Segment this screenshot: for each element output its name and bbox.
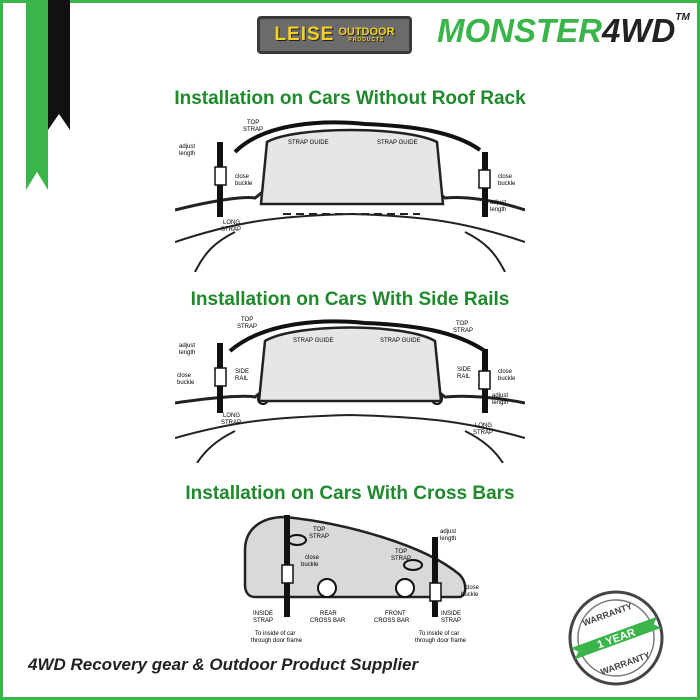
label-rear-2: CROSS BAR <box>310 618 346 624</box>
label-adjust-r-1: adjust <box>490 200 506 206</box>
label-adjust-1: adjust <box>179 343 195 349</box>
diagram-with-side-rails: TOP STRAP TOP STRAP adjust length STRAP … <box>175 317 525 463</box>
label-strap-guide-left: STRAP GUIDE <box>288 140 329 146</box>
label-side-r-2: RAIL <box>457 374 471 380</box>
label-inside-r-1: INSIDE <box>441 611 461 617</box>
leise-logo-sub: OUTDOOR PRODUCTS <box>338 26 395 43</box>
label-side-l-2: RAIL <box>235 376 249 382</box>
label-strap-guide-right: STRAP GUIDE <box>377 140 418 146</box>
label-close-r-2: buckle <box>498 376 516 382</box>
label-side-r-1: SIDE <box>457 367 471 373</box>
label-adjust-r-1: adjust <box>492 393 508 399</box>
label-long-l-2: STRAP <box>221 420 241 426</box>
label-adjust-r-2: length <box>492 400 508 406</box>
label-close-r-2: buckle <box>461 592 479 598</box>
warranty-badge: WARRANTY 1 YEAR WARRANTY <box>568 590 664 686</box>
label-top-r-2: STRAP <box>453 328 473 334</box>
label-adjust-1: adjust <box>440 529 456 535</box>
leise-logo-word: LEISE <box>274 24 335 45</box>
label-rear-1: REAR <box>320 611 337 617</box>
label-close-1: close <box>235 174 250 180</box>
label-close-r-1: close <box>498 174 513 180</box>
diagram-without-roof-rack: TOP STRAP adjust length STRAP GUIDE STRA… <box>175 120 525 272</box>
label-top-r-2: STRAP <box>391 556 411 562</box>
label-inside-l-2: STRAP <box>253 618 273 624</box>
diagram-with-cross-bars: TOP STRAP adjust length TOP STRAP close … <box>243 515 480 644</box>
label-adjust-2: length <box>179 350 195 356</box>
section-1-heading: Installation on Cars Without Roof Rack <box>174 88 526 109</box>
footer-tagline: 4WD Recovery gear & Outdoor Product Supp… <box>28 655 419 674</box>
label-adjust-r-2: length <box>490 207 506 213</box>
label-adjust-1: adjust <box>179 144 195 150</box>
label-close-r-1: close <box>465 585 480 591</box>
label-strap-guide-left: STRAP GUIDE <box>293 338 334 344</box>
label-close-2: buckle <box>235 181 253 187</box>
label-inside-l-1: INSIDE <box>253 611 273 617</box>
label-top-l-1: TOP <box>313 527 325 533</box>
label-side-l-1: SIDE <box>235 369 249 375</box>
label-long-r-2: STRAP <box>473 430 493 436</box>
label-long-2: STRAP <box>221 227 241 233</box>
label-adjust-2: length <box>179 151 195 157</box>
bookmark-ribbon <box>26 0 70 190</box>
label-note-r-2: through door frame <box>415 638 467 644</box>
label-inside-r-2: STRAP <box>441 618 461 624</box>
label-close-r-2: buckle <box>498 181 516 187</box>
label-close-l-2: buckle <box>177 380 195 386</box>
section-2-heading: Installation on Cars With Side Rails <box>190 289 510 310</box>
label-top-strap-1: TOP <box>247 120 259 126</box>
label-top-r-1: TOP <box>395 549 407 555</box>
label-note-r-1: To inside of car <box>419 631 459 637</box>
label-front-1: FRONT <box>385 611 406 617</box>
leise-outdoor-logo: LEISE OUTDOOR PRODUCTS <box>257 16 412 54</box>
label-close-l-2: buckle <box>301 562 319 568</box>
label-long-1: LONG <box>223 220 240 226</box>
label-front-2: CROSS BAR <box>374 618 410 624</box>
label-top-l-1: TOP <box>241 317 253 323</box>
label-adjust-2: length <box>440 536 456 542</box>
monster-4wd-logo: MONSTER4WDTM <box>437 12 690 49</box>
label-top-l-2: STRAP <box>309 534 329 540</box>
label-top-l-2: STRAP <box>237 324 257 330</box>
label-close-l-1: close <box>305 555 320 561</box>
label-close-l-1: close <box>177 373 192 379</box>
label-close-r-1: close <box>498 369 513 375</box>
section-3-heading: Installation on Cars With Cross Bars <box>185 483 515 504</box>
label-top-strap-2: STRAP <box>243 127 263 133</box>
label-long-r-1: LONG <box>475 423 492 429</box>
label-strap-guide-right: STRAP GUIDE <box>380 338 421 344</box>
label-top-r-1: TOP <box>456 321 468 327</box>
label-note-l-1: To inside of car <box>255 631 295 637</box>
label-long-l-1: LONG <box>223 413 240 419</box>
label-note-l-2: through door frame <box>251 638 303 644</box>
